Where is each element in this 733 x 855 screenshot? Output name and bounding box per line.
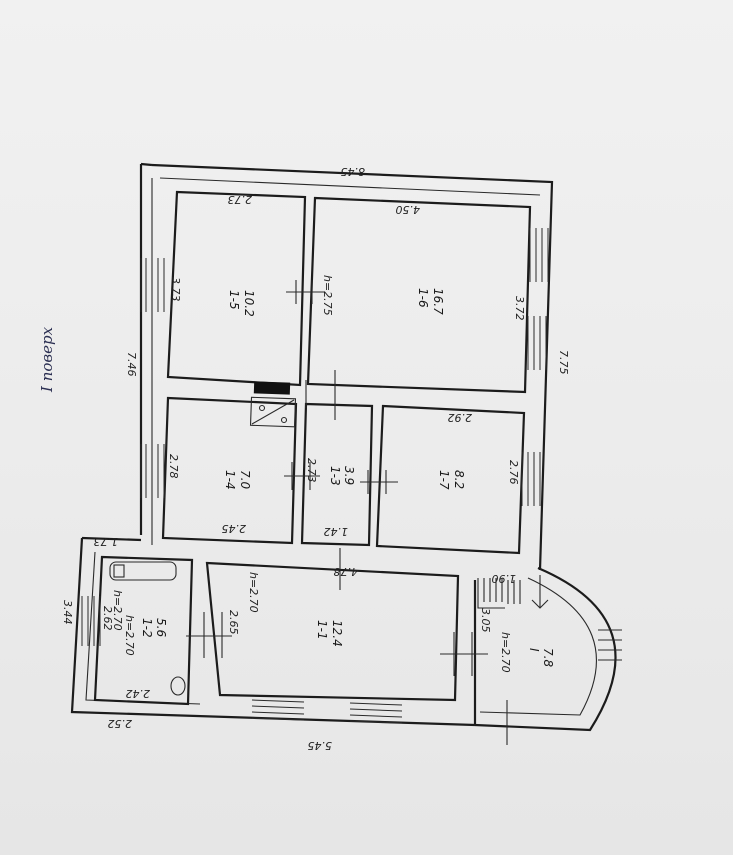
room-1-4-depth: 2.78 [167, 454, 180, 479]
room-1-1-name: 1-1 [315, 620, 329, 640]
room-1-6-area: 16.7 [431, 288, 445, 315]
room-1-6-height: h=2.75 [321, 275, 334, 316]
dimension-labels: 8.45 7.46 7.75 1.73 2.73 3.73 1-5 10.2 4… [61, 165, 570, 752]
room-1-6-width: 4.50 [396, 203, 421, 216]
room-1-3-name: 1-3 [328, 466, 342, 486]
room-1-2-name: 1-2 [140, 618, 154, 638]
room-1-7-depth: 2.76 [507, 460, 520, 485]
room-I-name: I [527, 648, 541, 652]
room-1-2-height2: h=2.70 [123, 615, 136, 656]
room-1-7-area: 8.2 [452, 470, 466, 489]
room-1-2-d1: 2.62 [101, 606, 114, 631]
overall-width-label: 8.45 [341, 165, 366, 178]
room-I-height: h=2.70 [499, 632, 512, 673]
room-1-1-bottom: 5.45 [308, 739, 333, 752]
room-1-1-area: 12.4 [330, 620, 344, 647]
room-1-3 [300, 402, 374, 547]
room-1-6 [306, 196, 532, 394]
room-1-1-depth: 2.65 [227, 610, 240, 635]
entry-width-label: 1.73 [94, 535, 119, 548]
room-1-4 [161, 396, 298, 545]
room-1-7-width: 2.92 [448, 411, 473, 424]
floor-title: I поверх [38, 326, 56, 393]
room-1-1 [205, 561, 460, 702]
room-I-depth: 3.05 [479, 608, 492, 633]
room-1-5-width: 2.73 [228, 193, 253, 206]
stairs [477, 575, 549, 609]
room-1-2-d2: 3.44 [61, 600, 74, 625]
room-1-2-d4: 2.52 [108, 717, 133, 730]
bathtub [109, 561, 177, 581]
room-1-2-d3: 2.42 [126, 687, 151, 700]
room-1-3-area: 3.9 [342, 466, 356, 485]
room-1-5-depth: 3.73 [169, 277, 182, 302]
room-1-6-name: 1-6 [416, 288, 430, 308]
room-1-2 [93, 555, 194, 706]
room-1-4-area: 7.0 [238, 470, 252, 489]
room-1-5-name: 1-5 [227, 290, 241, 310]
room-1-7-name: 1-7 [437, 470, 451, 490]
room-1-1-height: h=2.70 [247, 572, 260, 613]
room-1-2-area: 5.6 [154, 618, 168, 637]
room-1-4-width: 2.45 [222, 522, 247, 535]
left-depth-label: 7.46 [125, 352, 138, 377]
chimney-block [249, 381, 297, 428]
room-1-3-depth: 2.73 [305, 458, 318, 483]
room-1-1-width: 4.78 [334, 565, 359, 578]
windows [81, 228, 622, 724]
room-1-6-depth: 3.72 [513, 296, 526, 321]
right-depth-label: 7.75 [557, 350, 570, 375]
room-1-7 [375, 404, 526, 555]
room-1-5-area: 10.2 [242, 290, 256, 317]
room-1-5 [166, 190, 307, 387]
toilet [170, 676, 186, 696]
room-1-4-name: 1-4 [223, 470, 237, 490]
room-1-2-height: h=2.70 [111, 590, 124, 631]
room-1-3-width: 1.42 [324, 525, 349, 538]
door-marks [186, 280, 508, 745]
room-I-stair-width: 1.90 [492, 572, 517, 585]
room-I-area: 7.8 [541, 648, 555, 667]
